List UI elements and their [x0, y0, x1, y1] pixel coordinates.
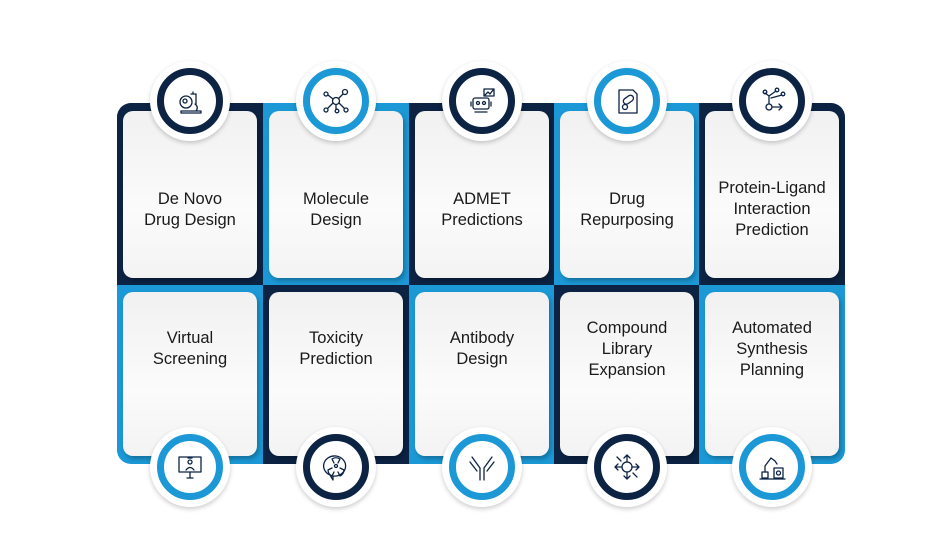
monitor-person-icon	[178, 456, 202, 479]
toxic-bubble-icon	[322, 455, 347, 481]
icon-badge	[150, 427, 230, 507]
molecule-icon	[323, 88, 349, 114]
pill-document-icon	[618, 89, 638, 114]
icon-badge	[587, 427, 667, 507]
card-label: Molecule Design	[302, 189, 370, 229]
card-label: Antibody Design	[449, 329, 515, 368]
branch-molecule-icon	[762, 87, 786, 111]
card-label: Drug Repurposing	[580, 189, 674, 229]
icon-badge	[296, 427, 376, 507]
icon-badge	[732, 61, 812, 141]
microscope-icon	[179, 91, 202, 114]
icon-badge	[150, 61, 230, 141]
card-label: ADMET Predictions	[441, 189, 523, 229]
icon-badge	[296, 61, 376, 141]
card-label: Automated Synthesis Planning	[732, 318, 812, 379]
card-label: De Novo Drug Design	[144, 189, 236, 229]
icon-badge	[587, 61, 667, 141]
antibody-icon	[469, 456, 495, 481]
card-label: Compound Library Expansion	[586, 318, 668, 379]
expand-arrows-icon	[614, 454, 640, 480]
icon-badge	[442, 61, 522, 141]
icon-badge	[732, 427, 812, 507]
card-label: Toxicity Prediction	[299, 329, 373, 368]
robot-chart-icon	[470, 88, 495, 113]
card-label: Protein-Ligand Interaction Prediction	[718, 179, 826, 239]
card-label: Virtual Screening	[152, 329, 228, 368]
icon-badge	[442, 427, 522, 507]
robot-arm-icon	[759, 457, 786, 480]
